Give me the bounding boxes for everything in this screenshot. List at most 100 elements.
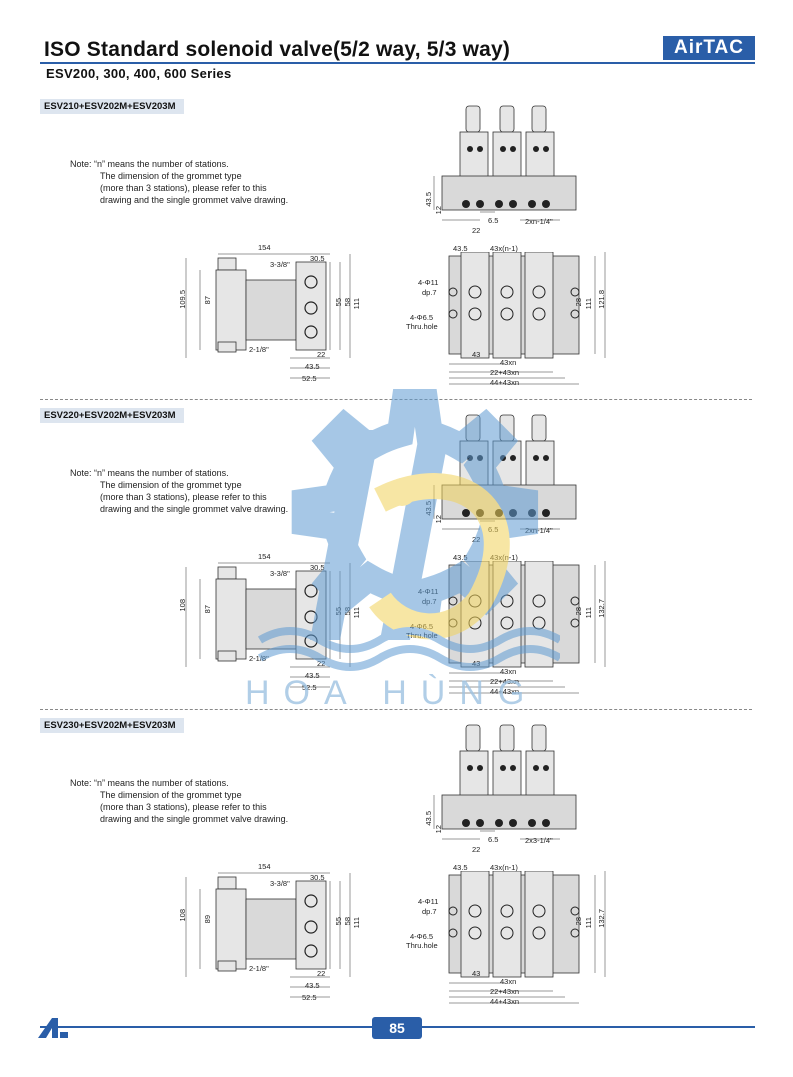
dim-label: 109.5 bbox=[178, 290, 187, 309]
dim-label: 43 bbox=[472, 969, 481, 978]
note-line: (more than 3 stations), please refer to … bbox=[100, 183, 267, 193]
dim-label: 55 bbox=[334, 607, 343, 616]
dim-label: 4-Φ11 bbox=[418, 587, 439, 596]
dim-label: 52.5 bbox=[302, 993, 317, 1002]
dim-label: 22 bbox=[317, 659, 326, 668]
dim-label: 58 bbox=[343, 917, 352, 926]
dim-label: 22 bbox=[472, 845, 481, 854]
side-view-drawing bbox=[185, 872, 351, 998]
station-note: Note: “n” means the number of stations. … bbox=[70, 777, 288, 825]
dim-label: 43 bbox=[472, 350, 481, 359]
dim-label: 111 bbox=[352, 607, 361, 619]
dim-label: 43.5 bbox=[453, 553, 468, 562]
note-line: The dimension of the grommet type bbox=[100, 171, 242, 181]
dim-label: 44+43xn bbox=[490, 997, 519, 1006]
dim-label: 58 bbox=[343, 298, 352, 307]
dim-label: 22 bbox=[472, 226, 481, 235]
dim-label: 30.5 bbox=[310, 254, 325, 263]
note-line: The dimension of the grommet type bbox=[100, 790, 242, 800]
dim-label: 2xn-1/4" bbox=[525, 526, 553, 535]
dim-label: 2-1/8" bbox=[249, 345, 269, 354]
note-line: (more than 3 stations), please refer to … bbox=[100, 802, 267, 812]
plan-view-drawing bbox=[448, 252, 606, 385]
plan-view-drawing bbox=[448, 871, 606, 1004]
dim-label: 43x(n-1) bbox=[490, 863, 518, 872]
dim-label: 55 bbox=[334, 298, 343, 307]
note-line: The dimension of the grommet type bbox=[100, 480, 242, 490]
dim-label: 6.5 bbox=[488, 525, 499, 534]
dim-label: 89 bbox=[203, 915, 212, 924]
dim-label: 2-1/8" bbox=[249, 964, 269, 973]
dim-label: 111 bbox=[352, 917, 361, 929]
airtac-logo: AirTAC bbox=[663, 36, 755, 60]
dim-label: 44+43xn bbox=[490, 378, 519, 387]
station-note: Note: “n” means the number of stations. … bbox=[70, 158, 288, 206]
dim-label: 43.5 bbox=[424, 501, 433, 516]
dim-label: 154 bbox=[258, 552, 271, 561]
front-elevation-drawing bbox=[433, 414, 577, 530]
front-elevation-drawing bbox=[433, 724, 577, 840]
dim-label: 52.5 bbox=[302, 374, 317, 383]
dim-label: 58 bbox=[343, 607, 352, 616]
dim-label: 43.5 bbox=[453, 244, 468, 253]
dim-label: 43xn bbox=[500, 667, 517, 676]
dim-label: 43.5 bbox=[424, 192, 433, 207]
dim-label: 22 bbox=[472, 535, 481, 544]
dim-label: 111 bbox=[584, 917, 593, 929]
dim-label: 43.5 bbox=[453, 863, 468, 872]
page-subtitle: ESV200, 300, 400, 600 Series bbox=[46, 66, 232, 81]
dim-label: dp.7 bbox=[422, 597, 437, 606]
dim-label: 28 bbox=[574, 298, 583, 307]
dim-label: 111 bbox=[352, 298, 361, 310]
note-line: Note: “n” means the number of stations. bbox=[70, 778, 229, 788]
note-line: drawing and the single grommet valve dra… bbox=[100, 195, 289, 205]
dim-label: 4-Φ6.5 bbox=[410, 932, 434, 941]
note-line: (more than 3 stations), please refer to … bbox=[100, 492, 267, 502]
station-note: Note: “n” means the number of stations. … bbox=[70, 467, 288, 515]
dim-label: 43.5 bbox=[305, 671, 320, 680]
dim-label: 43.5 bbox=[424, 811, 433, 826]
section-label: ESV210+ESV202M+ESV203M bbox=[40, 99, 184, 114]
dim-label: 12 bbox=[434, 206, 443, 215]
dim-label: 43x(n-1) bbox=[490, 553, 518, 562]
front-elevation-drawing bbox=[433, 105, 577, 221]
dim-label: 111 bbox=[584, 607, 593, 619]
airtac-footer-logo-icon bbox=[38, 1018, 68, 1038]
dim-label: 6.5 bbox=[488, 835, 499, 844]
dim-label: 108 bbox=[178, 909, 187, 922]
dim-label: 22 bbox=[317, 350, 326, 359]
dim-label: 132.7 bbox=[597, 909, 606, 928]
dim-label: 22+43xn bbox=[490, 368, 519, 377]
note-line: drawing and the single grommet valve dra… bbox=[100, 814, 289, 824]
dim-label: 87 bbox=[203, 296, 212, 305]
header-rule bbox=[40, 62, 755, 64]
dim-label: 3-3/8" bbox=[270, 879, 290, 888]
dim-label: dp.7 bbox=[422, 907, 437, 916]
dim-label: 2xn-1/4" bbox=[525, 217, 553, 226]
dim-label: 4-Φ6.5 bbox=[410, 622, 434, 631]
note-line: Note: “n” means the number of stations. bbox=[70, 468, 229, 478]
dim-label: 43xn bbox=[500, 977, 517, 986]
dim-label: 43.5 bbox=[305, 981, 320, 990]
dim-label: 43.5 bbox=[305, 362, 320, 371]
dim-label: 154 bbox=[258, 243, 271, 252]
section-label: ESV220+ESV202M+ESV203M bbox=[40, 408, 184, 423]
dim-label: 43 bbox=[472, 659, 481, 668]
page-number: 85 bbox=[372, 1017, 422, 1039]
dim-label: 108 bbox=[178, 599, 187, 612]
dim-label: 22 bbox=[317, 969, 326, 978]
dim-label: 12 bbox=[434, 515, 443, 524]
dim-label: 87 bbox=[203, 605, 212, 614]
dim-label: 30.5 bbox=[310, 873, 325, 882]
dim-label: 154 bbox=[258, 862, 271, 871]
dim-label: 2-1/8" bbox=[249, 654, 269, 663]
dim-label: 28 bbox=[574, 607, 583, 616]
dim-label: 44+43xn bbox=[490, 687, 519, 696]
section-divider bbox=[40, 399, 752, 400]
dim-label: Thru.hole bbox=[406, 631, 438, 640]
dim-label: dp.7 bbox=[422, 288, 437, 297]
dim-label: Thru.hole bbox=[406, 322, 438, 331]
dim-label: 22+43xn bbox=[490, 987, 519, 996]
section-label: ESV230+ESV202M+ESV203M bbox=[40, 718, 184, 733]
dim-label: 28 bbox=[574, 917, 583, 926]
